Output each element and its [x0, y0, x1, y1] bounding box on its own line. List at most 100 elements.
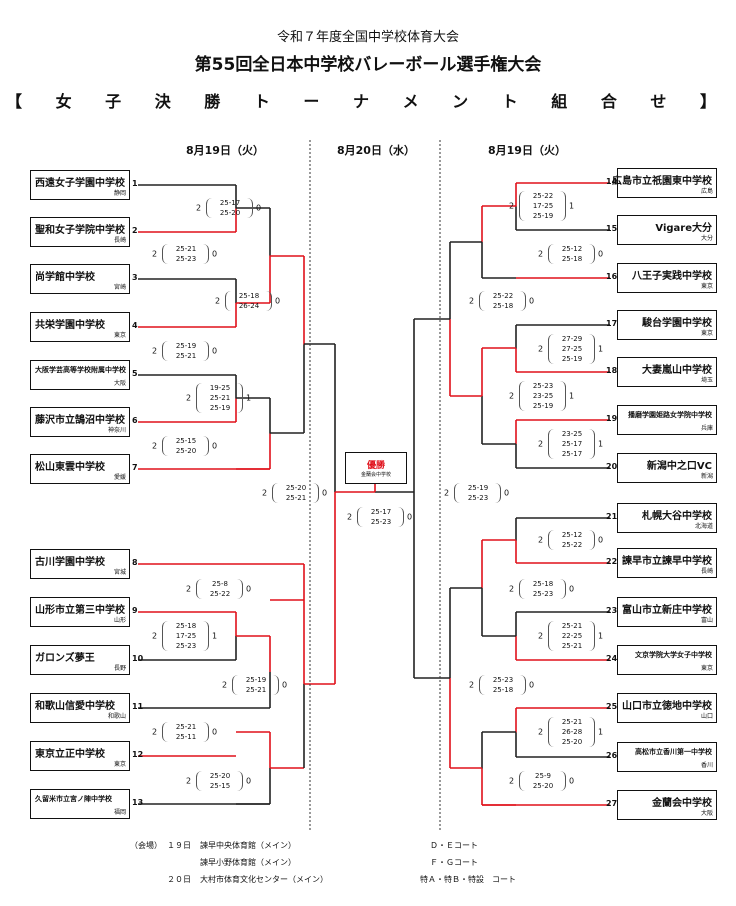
court-3: 特Ａ・特Ｂ・特設 コート — [420, 875, 516, 884]
team-prefecture: 長野 — [113, 665, 126, 672]
champion-box: 優勝 金蘭会中学校 — [345, 452, 407, 484]
team-name: 東京立正中学校 — [35, 749, 105, 760]
brace-left — [548, 530, 557, 550]
sets-won-left: 2 — [509, 391, 515, 401]
brace-right — [586, 621, 595, 651]
team-name: 大阪学芸高等学校附属中学校 — [35, 366, 126, 374]
brace-left — [162, 244, 171, 264]
sets-won-right: 0 — [569, 584, 575, 594]
team-name: 西遠女子学園中学校 — [35, 178, 125, 189]
set-score: 25-21 — [175, 723, 197, 731]
seed-number: 25 — [606, 702, 618, 711]
sets-won-right: 0 — [246, 776, 252, 786]
team-box: 札幌大谷中学校北海道 — [617, 503, 717, 533]
sets-won-right: 0 — [212, 346, 218, 356]
brace-right — [517, 291, 526, 311]
team-prefecture: 宮城 — [113, 569, 126, 576]
sets-won-left: 2 — [152, 346, 158, 356]
set-score: 25-23 — [492, 676, 514, 684]
team-name: 山口市立徳地中学校 — [622, 701, 712, 712]
team-prefecture: 山形 — [113, 617, 126, 624]
team-name: 札幌大谷中学校 — [642, 511, 712, 522]
set-score: 25-20 — [285, 484, 307, 492]
team-name: 山形市立第三中学校 — [35, 605, 125, 616]
seed-number: 23 — [606, 606, 618, 615]
team-box: 金蘭会中学校大阪 — [617, 790, 717, 820]
brace-right — [200, 621, 209, 651]
seed-number: 6 — [132, 416, 138, 425]
team-prefecture: 愛媛 — [113, 474, 126, 481]
set-score: 27-25 — [561, 345, 583, 353]
bracket-title: 【 女 子 決 勝 ト ー ナ メ ン ト 組 合 せ 】 — [6, 92, 730, 111]
venue-label: （会場） — [130, 841, 162, 850]
team-box: 東京立正中学校東京 — [30, 741, 130, 771]
team-name: 高松市立香川第一中学校 — [635, 748, 712, 756]
sets-won-right: 0 — [598, 535, 604, 545]
sets-won-right: 0 — [529, 680, 535, 690]
brace-right — [586, 717, 595, 747]
sets-won-left: 2 — [196, 203, 202, 213]
team-prefecture: 東京 — [700, 330, 713, 337]
set-score: 25-17 — [561, 440, 583, 448]
set-score: 25-12 — [561, 245, 583, 253]
team-prefecture: 東京 — [700, 665, 713, 672]
team-prefecture: 香川 — [700, 762, 713, 769]
brace-left — [162, 436, 171, 456]
set-score: 25-21 — [561, 622, 583, 630]
set-score: 25-18 — [175, 622, 197, 630]
brace-left — [196, 383, 205, 413]
team-box: 山口市立徳地中学校山口 — [617, 693, 717, 723]
sets-won-right: 1 — [569, 201, 575, 211]
sets-won-left: 2 — [262, 488, 268, 498]
set-score: 25-9 — [535, 772, 551, 780]
venue-1: 諫早中央体育館（メイン） — [200, 841, 296, 850]
set-score: 25-23 — [467, 494, 489, 502]
team-name: 播磨学園姫路女学院中学校 — [628, 411, 712, 419]
brace-left — [519, 191, 528, 221]
team-box: 聖和女子学院中学校長崎 — [30, 217, 130, 247]
brace-right — [586, 429, 595, 459]
set-score: 25-21 — [561, 642, 583, 650]
brace-right — [234, 579, 243, 599]
set-score: 25-11 — [175, 733, 197, 741]
sets-won-right: 0 — [212, 727, 218, 737]
sets-won-right: 1 — [598, 727, 604, 737]
seed-number: 17 — [606, 319, 618, 328]
sets-won-left: 2 — [509, 201, 515, 211]
set-score: 19-25 — [209, 384, 231, 392]
seed-number: 11 — [132, 702, 144, 711]
team-name: 八王子実践中学校 — [632, 271, 712, 282]
team-prefecture: 和歌山 — [107, 713, 126, 720]
set-score: 25-22 — [209, 590, 231, 598]
team-box: 山形市立第三中学校山形 — [30, 597, 130, 627]
team-prefecture: 富山 — [700, 617, 713, 624]
set-score: 25-23 — [175, 642, 197, 650]
set-score: 23-25 — [561, 430, 583, 438]
brace-left — [519, 771, 528, 791]
date-left: 8月19日（火） — [186, 144, 264, 157]
set-score: 25-18 — [492, 686, 514, 694]
team-box: 八王子実践中学校東京 — [617, 263, 717, 293]
court-1: Ｄ・Ｅコート — [430, 841, 478, 850]
seed-number: 22 — [606, 557, 618, 566]
